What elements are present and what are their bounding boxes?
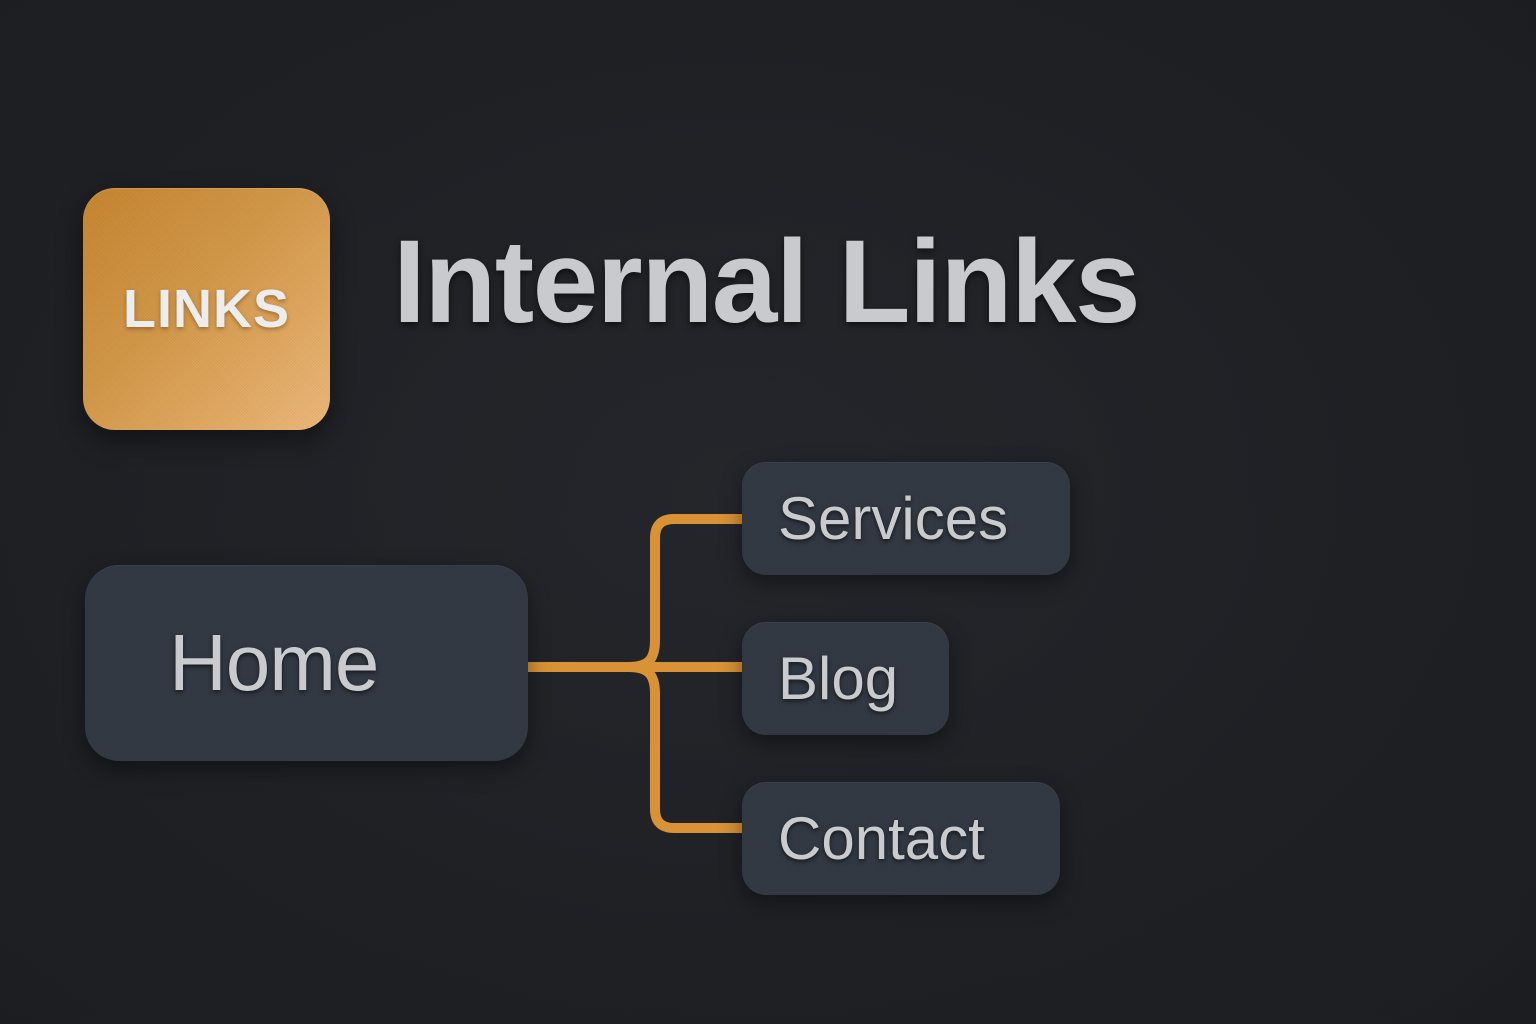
- node-services-label: Services: [778, 485, 1009, 552]
- node-contact-label: Contact: [778, 805, 985, 872]
- node-contact[interactable]: Contact: [742, 782, 1060, 895]
- edge-home-services: [623, 514, 747, 672]
- node-home-label: Home: [169, 618, 379, 707]
- edge-home-contact: [623, 662, 747, 833]
- node-home[interactable]: Home: [85, 565, 528, 761]
- logo-label: LINKS: [123, 279, 290, 339]
- node-services[interactable]: Services: [742, 462, 1070, 575]
- page-title: Internal Links: [393, 216, 1141, 348]
- node-blog[interactable]: Blog: [742, 622, 949, 735]
- node-blog-label: Blog: [778, 645, 899, 712]
